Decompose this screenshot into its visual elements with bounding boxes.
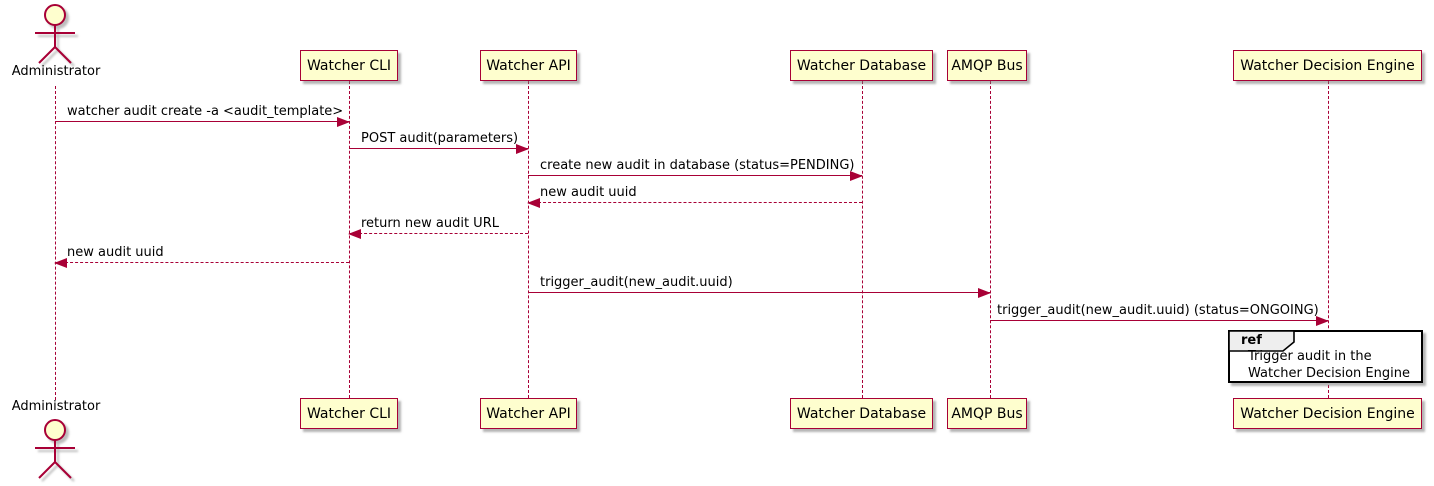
ref-text-line-1: Trigger audit in the bbox=[1248, 349, 1372, 364]
participant-watcher-cli-bottom: Watcher CLI bbox=[300, 398, 398, 429]
participant-amqp-bus-top: AMQP Bus bbox=[947, 50, 1027, 81]
message-6: new audit uuid bbox=[54, 245, 349, 268]
message-2: POST audit(parameters) bbox=[349, 131, 529, 154]
participant-label: Watcher CLI bbox=[306, 405, 392, 422]
arrowhead-right-icon bbox=[516, 143, 529, 154]
participant-watcher-decision-engine-top: Watcher Decision Engine bbox=[1233, 50, 1422, 81]
message-7-label: trigger_audit(new_audit.uuid) bbox=[540, 275, 733, 290]
message-2-label: POST audit(parameters) bbox=[361, 131, 519, 146]
participant-watcher-decision-engine-bottom: Watcher Decision Engine bbox=[1233, 398, 1422, 429]
message-3: create new audit in database (status=PEN… bbox=[528, 158, 863, 181]
message-7: trigger_audit(new_audit.uuid) bbox=[528, 275, 991, 298]
participant-label: Watcher Database bbox=[796, 405, 927, 422]
message-5-label: return new audit URL bbox=[361, 216, 499, 231]
ref-fragment: ref Trigger audit in the Watcher Decisio… bbox=[1228, 330, 1423, 383]
actor-label-top: Administrator bbox=[11, 64, 101, 79]
arrowhead-left-icon bbox=[54, 257, 67, 268]
message-4-label: new audit uuid bbox=[540, 185, 637, 200]
ref-text: Trigger audit in the Watcher Decision En… bbox=[1248, 348, 1410, 382]
message-5: return new audit URL bbox=[348, 216, 528, 239]
lifeline-administrator bbox=[54, 86, 56, 400]
arrowhead-right-icon bbox=[337, 116, 350, 127]
message-8-label: trigger_audit(new_audit.uuid) (status=ON… bbox=[997, 303, 1319, 318]
arrowhead-left-icon bbox=[527, 197, 540, 208]
actor-icon bbox=[35, 419, 75, 479]
arrowhead-right-icon bbox=[978, 287, 991, 298]
participant-watcher-database-top: Watcher Database bbox=[790, 50, 933, 81]
participant-label: Watcher API bbox=[486, 57, 571, 74]
participant-watcher-database-bottom: Watcher Database bbox=[790, 398, 933, 429]
ref-keyword: ref bbox=[1241, 333, 1262, 348]
arrowhead-right-icon bbox=[1316, 315, 1329, 326]
participant-label: Watcher Database bbox=[796, 57, 927, 74]
message-3-label: create new audit in database (status=PEN… bbox=[540, 158, 855, 173]
message-1: watcher audit create -a <audit_template> bbox=[55, 104, 350, 127]
ref-header-pentagon-icon bbox=[1228, 330, 1295, 352]
participant-amqp-bus-bottom: AMQP Bus bbox=[947, 398, 1027, 429]
participant-label: Watcher API bbox=[486, 405, 571, 422]
participant-watcher-api-bottom: Watcher API bbox=[480, 398, 577, 429]
lifeline-watcher-api bbox=[527, 81, 529, 398]
lifeline-amqp-bus bbox=[989, 81, 991, 398]
actor-label-bottom: Administrator bbox=[11, 399, 101, 414]
message-8: trigger_audit(new_audit.uuid) (status=ON… bbox=[990, 303, 1329, 326]
participant-label: AMQP Bus bbox=[951, 57, 1023, 74]
lifeline-watcher-database bbox=[861, 81, 863, 398]
participant-label: Watcher Decision Engine bbox=[1240, 57, 1415, 74]
message-1-label: watcher audit create -a <audit_template> bbox=[67, 104, 344, 119]
participant-watcher-cli-top: Watcher CLI bbox=[300, 50, 398, 81]
actor-icon bbox=[35, 4, 75, 64]
lifeline-watcher-decision-engine bbox=[1327, 81, 1329, 398]
arrowhead-right-icon bbox=[850, 170, 863, 181]
participant-label: AMQP Bus bbox=[951, 405, 1023, 422]
ref-text-line-2: Watcher Decision Engine bbox=[1248, 366, 1410, 381]
message-4: new audit uuid bbox=[527, 185, 862, 208]
lifeline-watcher-cli bbox=[348, 81, 350, 398]
participant-label: Watcher CLI bbox=[306, 57, 392, 74]
participant-label: Watcher Decision Engine bbox=[1240, 405, 1415, 422]
message-6-label: new audit uuid bbox=[67, 245, 164, 260]
participant-watcher-api-top: Watcher API bbox=[480, 50, 577, 81]
arrowhead-left-icon bbox=[348, 228, 361, 239]
